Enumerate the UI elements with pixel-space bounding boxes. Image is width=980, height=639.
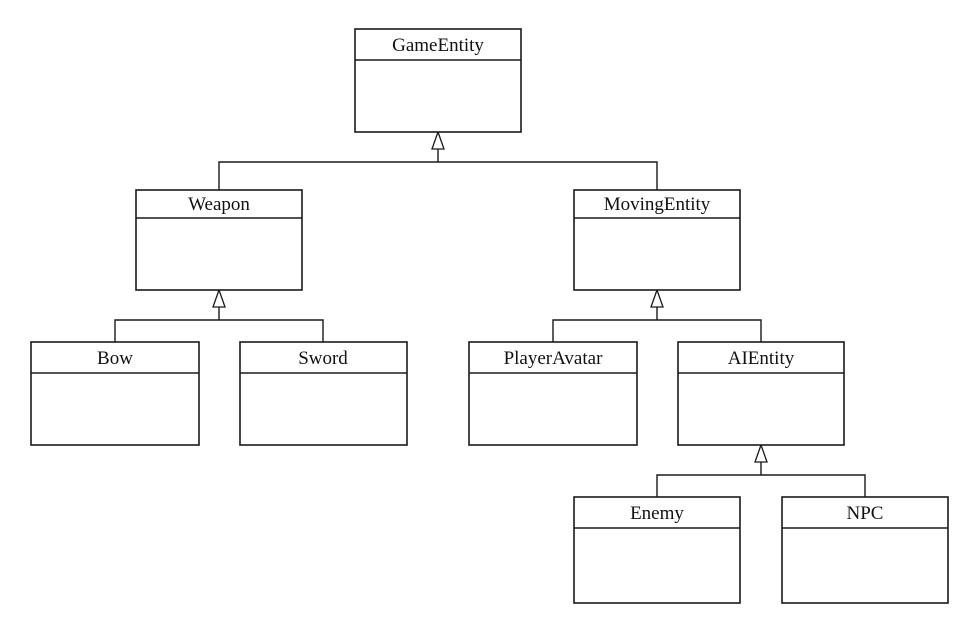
class-box-game-entity: GameEntity [354,28,522,133]
class-name: GameEntity [392,35,484,56]
inheritance-moving-entity [552,288,762,342]
connector-line [218,161,658,190]
inheritance-arrow-icon [431,130,445,150]
class-name: Bow [97,348,133,369]
connectors [114,130,866,497]
class-name: NPC [847,503,884,524]
class-box-sword: Sword [239,341,408,446]
inheritance-arrow-icon [212,288,226,308]
class-box-player-avatar: PlayerAvatar [468,341,638,446]
inheritance-game-entity [218,130,658,190]
class-box-bow: Bow [30,341,200,446]
class-name: PlayerAvatar [504,348,603,369]
class-name: MovingEntity [604,194,711,215]
inheritance-arrow-icon [754,443,768,463]
class-box-npc: NPC [781,496,949,604]
connector-line [114,319,324,342]
class-name: Enemy [630,503,684,524]
class-name: AIEntity [728,348,795,369]
inheritance-arrow-icon [650,288,664,308]
class-box-enemy: Enemy [573,496,741,604]
class-name: Weapon [188,194,250,215]
class-box-ai-entity: AIEntity [677,341,845,446]
class-box-weapon: Weapon [135,189,303,291]
inheritance-weapon [114,288,324,342]
connector-line [552,319,762,342]
class-name: Sword [298,348,348,369]
connector-line [656,474,866,497]
inheritance-ai-entity [656,443,866,497]
class-box-moving-entity: MovingEntity [573,189,741,291]
